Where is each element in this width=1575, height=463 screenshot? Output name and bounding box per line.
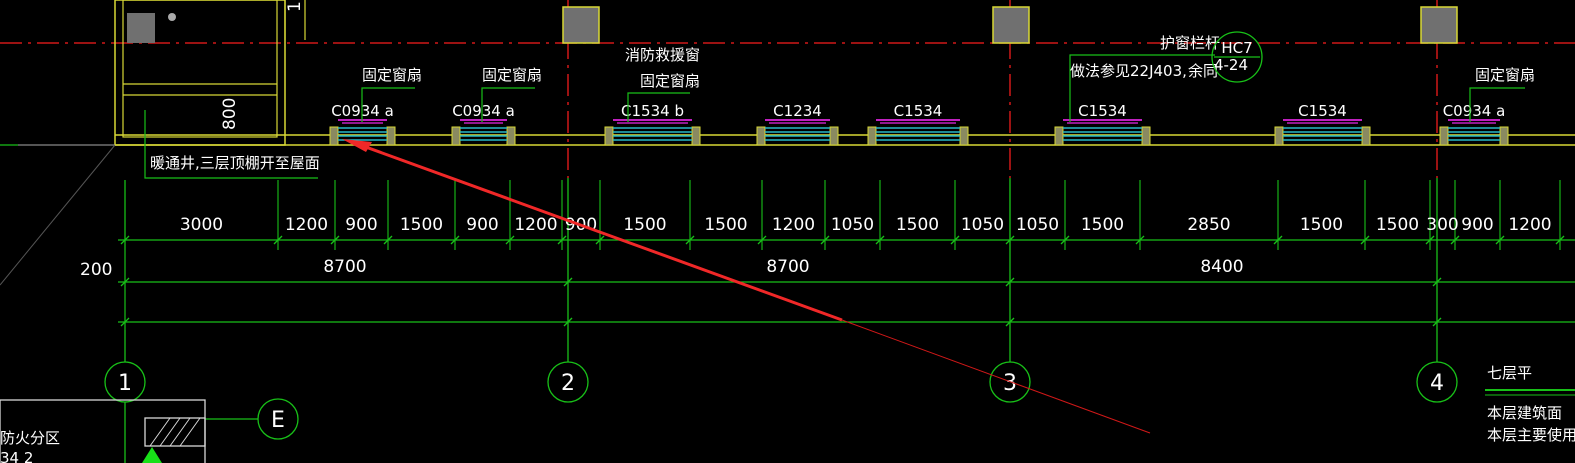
- note-leaders: [144, 54, 1525, 179]
- axis-label-e: E: [271, 408, 285, 433]
- note-fixed-sash-4: 固定窗扇: [1475, 66, 1535, 84]
- dim-text-5: 900: [466, 215, 498, 235]
- note-hvac-shaft: 暖通井,三层顶棚开至屋面: [150, 154, 320, 172]
- window-2: C0934 a: [451, 102, 516, 146]
- note-railing-same: 余同: [1188, 62, 1218, 80]
- window-code-3: C1534 b: [621, 102, 684, 120]
- dim-text-8: 1500: [623, 215, 666, 235]
- axis-label-2: 2: [561, 371, 575, 396]
- axis-bubble-4: [1416, 361, 1458, 403]
- hvac-shaft-room: [0, 0, 306, 286]
- dim-text-14: 1050: [1016, 215, 1059, 235]
- note-railing-ref: 做法参见22J403,: [1070, 62, 1187, 80]
- window-4: C1234: [756, 102, 839, 146]
- window-code-7: C1534: [1298, 102, 1347, 120]
- grid-axes: [104, 178, 1458, 463]
- note-fixed-sash-3: 固定窗扇: [640, 72, 700, 90]
- axis-bubble-1: [104, 361, 146, 403]
- axis-bubble-3: [989, 361, 1031, 403]
- dim-text-19: 300: [1426, 215, 1458, 235]
- left-dim: 200: [80, 260, 112, 280]
- fire-zone-box: 防火分区 34 2: [0, 399, 206, 463]
- dim-text-1: 3000: [180, 215, 223, 235]
- dimension-lines: [118, 180, 1575, 330]
- window-6: C1534: [1054, 102, 1151, 146]
- dim-text-2: 1200: [285, 215, 328, 235]
- detail-bottom-text: 4-24: [1214, 56, 1248, 74]
- fire-zone-label: 防火分区: [0, 429, 60, 447]
- red-annotation-arrow: [342, 139, 1151, 434]
- dim-text-15: 1500: [1081, 215, 1124, 235]
- note-fixed-sash-2: 固定窗扇: [482, 66, 542, 84]
- bay-dim-2: 8700: [766, 257, 809, 277]
- dim-text-12: 1500: [896, 215, 939, 235]
- note-railing: 护窗栏杆: [1160, 34, 1220, 52]
- dim-text-3: 900: [345, 215, 377, 235]
- window-code-6: C1534: [1078, 102, 1127, 120]
- dim-text-6: 1200: [514, 215, 557, 235]
- window-code-5: C1534: [894, 102, 943, 120]
- window-code-4: C1234: [773, 102, 822, 120]
- dim-text-18: 1500: [1376, 215, 1419, 235]
- windows-layer: C0934 a C0934 a C1534 b C1234 C1534 C1534 C153…: [329, 102, 1509, 146]
- column-2: [562, 6, 600, 44]
- detail-top-text: HC7: [1221, 39, 1252, 57]
- window-code-8: C0934 a: [1443, 102, 1506, 120]
- window-8: C0934 a: [1439, 102, 1509, 146]
- dim-text-21: 1200: [1508, 215, 1551, 235]
- window-7: C1534: [1274, 102, 1371, 146]
- shaft-column: [127, 13, 155, 43]
- legend-line-2: 本层主要使用: [1487, 426, 1575, 444]
- note-fire-rescue-window: 消防救援窗: [625, 46, 700, 64]
- axis-label-1: 1: [118, 371, 132, 396]
- bay-dim-1: 8700: [323, 257, 366, 277]
- vertical-dim-top: 170: [285, 0, 305, 12]
- dim-text-10: 1200: [772, 215, 815, 235]
- column-4: [1420, 6, 1458, 44]
- note-fixed-sash-1: 固定窗扇: [362, 66, 422, 84]
- axis-label-4: 4: [1430, 371, 1444, 396]
- axis-label-3: 3: [1003, 371, 1017, 396]
- legend-line-1: 本层建筑面: [1487, 404, 1562, 422]
- dim-text-20: 900: [1461, 215, 1493, 235]
- dim-text-11: 1050: [831, 215, 874, 235]
- dim-text-13: 1050: [961, 215, 1004, 235]
- vertical-dim-800: 800: [220, 98, 240, 130]
- dimension-texts: 3000 1200 900 1500 900 1200 900 1500 1500 1200 105…: [180, 215, 1552, 235]
- dim-text-9: 1500: [704, 215, 747, 235]
- north-triangle-icon: [142, 447, 162, 463]
- window-code-2: C0934 a: [452, 102, 515, 120]
- column-3: [992, 6, 1030, 44]
- dimension-ticks: [120, 180, 1565, 327]
- drawing-title-block: 七层平 本层建筑面 本层主要使用: [1485, 364, 1575, 444]
- dim-text-16: 2850: [1187, 215, 1230, 235]
- dim-text-17: 1500: [1300, 215, 1343, 235]
- window-5: C1534: [867, 102, 969, 146]
- bay-dim-3: 8400: [1200, 257, 1243, 277]
- drawing-title: 七层平: [1487, 364, 1532, 382]
- window-3: C1534 b: [604, 102, 701, 146]
- axis-bubble-2: [547, 361, 589, 403]
- drain-icon: [168, 13, 176, 21]
- fire-zone-sub: 34 2: [0, 449, 33, 463]
- detail-reference-bubble: HC7 4-24: [1211, 31, 1263, 83]
- dim-text-4: 1500: [400, 215, 443, 235]
